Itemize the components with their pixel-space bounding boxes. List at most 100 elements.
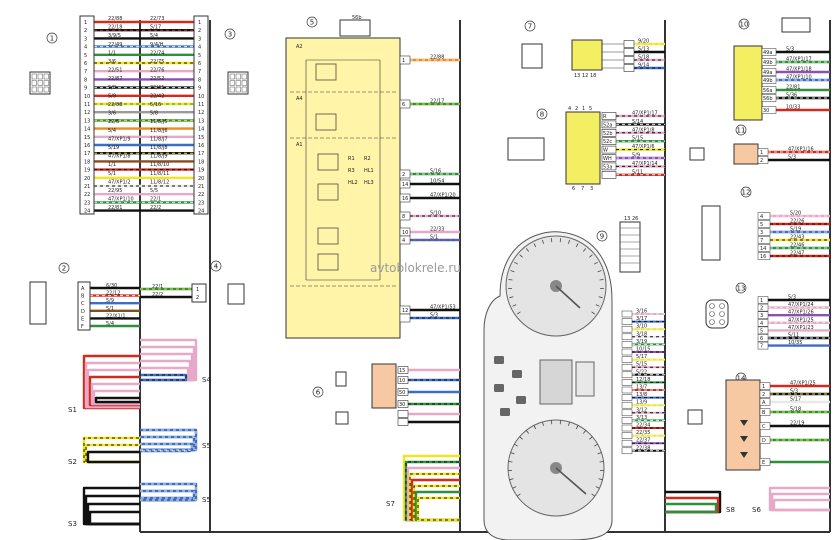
block-12-pin [757,236,771,244]
wire-label: 5/17 [150,25,161,31]
cluster-pin [621,371,633,379]
pin-number: 18 [590,73,596,79]
block-number-circle [596,230,608,242]
speedometer-tick [591,311,596,315]
block-number-circle [224,28,236,40]
tachometer-tick [510,452,515,455]
pin-number: 20 [198,176,204,182]
pin-letter: 52b [603,131,613,137]
wire-label: 5/10 [430,211,441,217]
wire-label: 5/18 [790,407,801,413]
wire-label: 9/20 [638,39,649,45]
wire-label: 5/9 [632,153,640,159]
wire [88,510,140,526]
connector-14-icon [687,409,703,425]
wire-tracer [140,374,187,381]
pin-number: 7 [760,344,763,350]
block-5-section-label: A2 [296,44,303,50]
block-14-pin [759,436,771,444]
cluster-pin [621,356,633,363]
wire [414,490,460,522]
wire-label: 5/18 [638,55,649,61]
wire-label: 22/41 [150,85,164,91]
pin-number: 2 [760,158,763,164]
pin-number: 11 [198,102,204,108]
block-number: 4 [214,263,219,271]
wire-label: 5/11 [788,333,799,339]
block-12-pin [757,212,771,220]
block-5-section-label: A1 [296,142,303,148]
wire [140,428,198,452]
pin-cell [31,86,37,93]
block-14-pin [759,398,771,406]
relay-coil [315,113,337,131]
pin-label: 30 [763,108,769,114]
block-8-pin [601,154,617,162]
pin-label: E [762,460,765,466]
pin-number: 9 [198,86,201,92]
wire [140,373,188,382]
wire-label: 22/88 [108,102,122,108]
speedometer-tick [599,279,604,281]
relay-6-icon [335,371,347,387]
relay-block-7 [571,39,603,71]
wire-tracer [83,437,140,463]
pin-cell [37,86,43,93]
tachometer-tick [533,425,537,430]
wire-label: 3/16 [636,309,647,315]
block-14-pin [759,390,771,398]
pin-number: 2 [575,106,578,112]
connector-1-right [193,15,209,215]
speedometer-tick [512,304,517,307]
wire-label: 22/37 [636,438,650,444]
pin-number: 7 [198,69,201,75]
pin-number: 17 [84,151,90,157]
wire-label: 22/76 [150,68,164,74]
speedometer-tick [533,243,537,248]
wire [84,443,140,464]
pin-label: D [762,438,766,444]
wire-label: 11/8/J5 [150,119,168,125]
block-6-pin [397,376,409,384]
wire-label: 47/XP1/18 [786,67,812,73]
wire-tracer [140,449,191,452]
wire-label: 22/1 [150,197,161,203]
pin-cell [241,73,247,80]
wire-label: 47/XP1/24 [788,302,814,308]
wire-label: 5/4 [106,321,114,327]
wire-label: 47/XP1/2 [108,179,131,185]
speedometer-tick [597,270,602,273]
pin-number: 3 [590,186,593,192]
block-number-circle [46,32,58,44]
wire-label: 5/1 [106,306,114,312]
pin-letter: F [81,324,84,330]
wire-label: 22/87 [108,76,122,82]
pin-number: 23 [84,200,90,206]
block-12-pin [757,228,771,236]
tachometer-needle [555,467,587,495]
pin-letter: 52c [603,139,612,145]
block-5-pin [399,55,411,65]
pin-number: 12 [84,110,90,116]
pin-number: 1 [196,287,199,293]
wire-label: 22/47 [790,251,804,257]
cluster-pin [621,348,633,356]
pin-cell [229,73,235,80]
wire-label: 22/12 [106,291,120,297]
pin-label: 2 [762,392,765,398]
pin-number: 10 [402,230,408,236]
block-number: 1 [50,35,54,43]
pin-label: C [762,424,766,430]
block-8-pin [601,162,617,171]
pin-number: 24 [198,209,204,215]
wire-label: 11/8/J7 [150,136,168,142]
warning-lamp-icon [494,356,504,364]
block-13-pin [757,341,769,350]
pin-number: 5 [198,53,201,59]
relay-block-6 [371,363,397,409]
pin-letter: E [81,316,84,322]
pin-number: 10 [399,378,405,384]
switch-label: S1 [68,406,77,414]
connector-4-icon [227,283,245,305]
pin-label: 56b [763,96,773,102]
